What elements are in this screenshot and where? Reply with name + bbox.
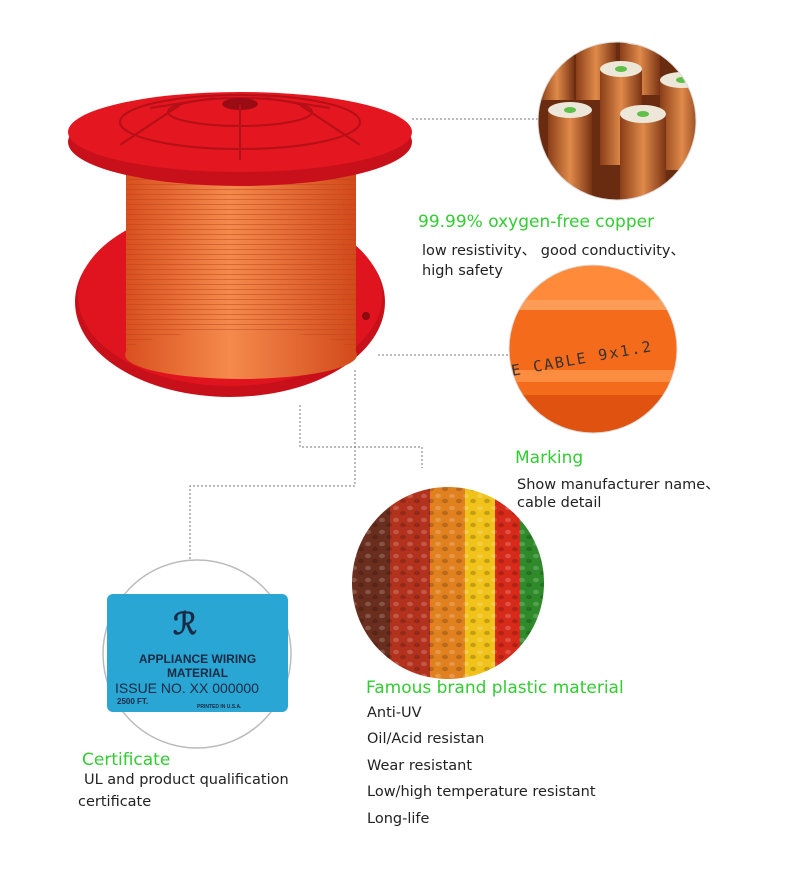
label-line2: MATERIAL (166, 666, 229, 680)
feature-line: certificate (78, 794, 152, 810)
feature-line: Low/high temperature resistant (367, 784, 596, 800)
feature-line: Anti-UV (367, 705, 422, 721)
feature-line: Long-life (367, 811, 430, 827)
label-issue: ISSUE NO. XX 000000 (115, 680, 259, 696)
feature-line: Show manufacturer name、 (517, 477, 720, 493)
label-line1: APPLIANCE WIRING (138, 652, 257, 666)
copper-spools-image (538, 42, 696, 200)
feature-line: Oil/Acid resistan (367, 731, 485, 747)
feature-line: cable detail (517, 495, 602, 511)
connector-lines (189, 118, 540, 562)
feature-line: Wear resistant (367, 758, 473, 774)
feature-title-certificate: Certificate (82, 750, 171, 770)
feature-line: high safety (422, 263, 503, 279)
feature-title-plastic: Famous brand plastic material (366, 678, 624, 698)
feature-title-marking: Marking (515, 448, 584, 468)
label-length: 2500 FT. (117, 697, 149, 706)
feature-line: low resistivity、 good conductivity、 (422, 243, 686, 259)
feature-title-copper: 99.99% oxygen-free copper (418, 212, 655, 232)
ul-logo-icon: ℛ (173, 607, 197, 642)
certificate-label: ℛ APPLIANCE WIRING MATERIAL ISSUE NO. XX… (107, 594, 288, 712)
label-origin: PRINTED IN U.S.A. (197, 704, 242, 710)
cable-marking-image: NE CABLE 9x1.2 (509, 265, 677, 433)
plastic-pellets-image (352, 487, 544, 679)
feature-line: UL and product qualification (84, 772, 289, 788)
cable-reel-image (68, 92, 412, 397)
